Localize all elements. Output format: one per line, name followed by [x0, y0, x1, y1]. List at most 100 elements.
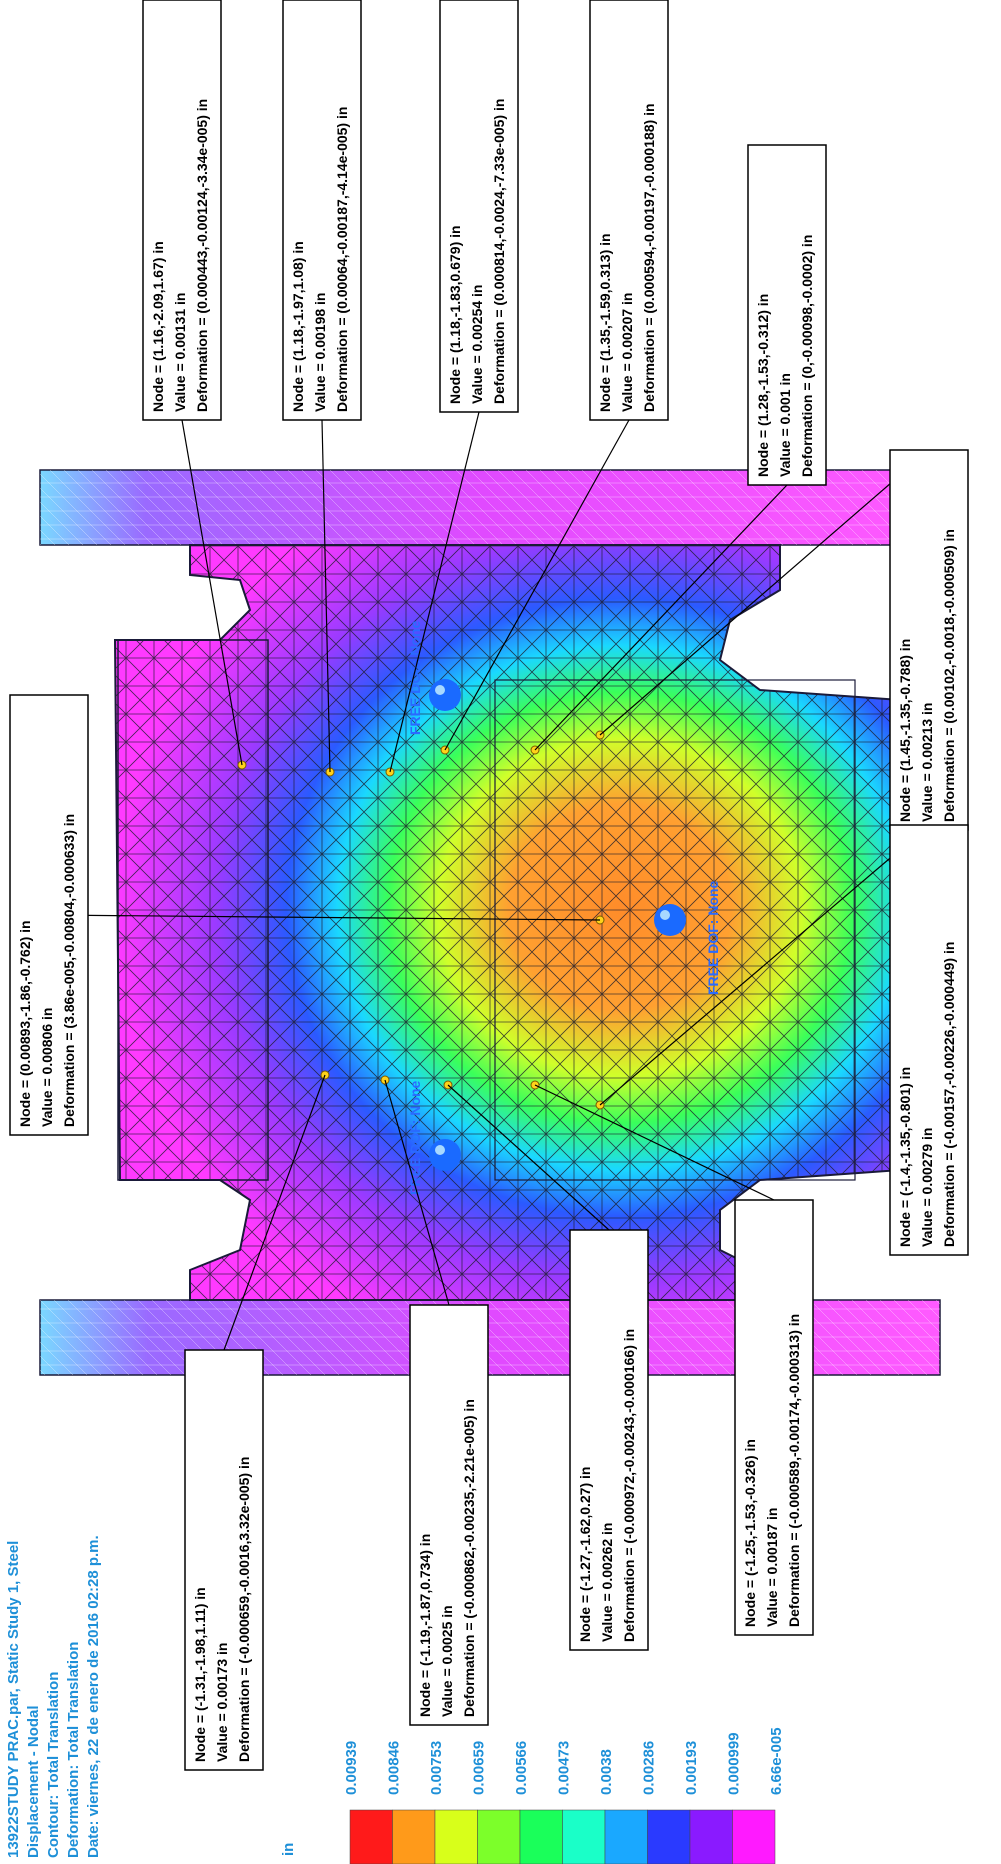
annotation-node: Node = (1.35,-1.59,0.313) in [597, 233, 613, 412]
legend-swatch [477, 1809, 521, 1864]
leader-line [534, 484, 788, 751]
leader-line [48, 914, 601, 921]
annotation-box: Node = (1.18,-1.83,0.679) in Value = 0.00… [439, 0, 519, 413]
annotation-value: Value = 0.001 in [777, 373, 793, 477]
header-line-5: Date: viernes, 22 de enero de 2016 02:28… [85, 1535, 102, 1858]
annotation-value: Value = 0.00806 in [39, 1008, 55, 1127]
legend-value: 0.00566 [513, 1741, 530, 1795]
annotation-deformation: Deformation = (0.000814,-0.0024,-7.33e-0… [491, 99, 507, 404]
leader-line [223, 1074, 326, 1351]
annotation-deformation: Deformation = (-0.000659,-0.0016,3.32e-0… [236, 1457, 252, 1762]
annotation-value: Value = 0.00173 in [214, 1643, 230, 1762]
annotation-value: Value = 0.00207 in [619, 293, 635, 412]
annotation-node: Node = (-1.4,-1.35,-0.801) in [897, 1067, 913, 1247]
legend-value: 0.00753 [428, 1741, 445, 1795]
annotation-node: Node = (-1.19,-1.87,0.734) in [417, 1534, 433, 1717]
annotation-value: Value = 0.00262 in [599, 1523, 615, 1642]
dof-label-3: FREE DOF: None [407, 1080, 423, 1195]
annotation-deformation: Deformation = (0.000594,-0.00197,-0.0001… [641, 103, 657, 412]
legend-swatch [562, 1809, 606, 1864]
leader-lines [48, 411, 930, 1351]
dof-label-1: FREE DOF: None [407, 620, 423, 735]
legend-swatch [647, 1809, 691, 1864]
annotation-value: Value = 0.00254 in [469, 285, 485, 404]
port-outline [117, 639, 269, 1181]
annotation-box: Node = (-1.31,-1.98,1.11) in Value = 0.00… [184, 1349, 264, 1771]
annotation-value: Value = 0.00279 in [919, 1128, 935, 1247]
annotation-box: Node = (1.45,-1.35,-0.788) in Value = 0.0… [889, 449, 969, 831]
annotation-node: Node = (0.00893,-1.86,-0.762) in [17, 920, 33, 1127]
legend-value: 0.00193 [683, 1741, 700, 1795]
header-line-4: Deformation: Total Translation [65, 1642, 82, 1858]
leader-line [181, 419, 243, 766]
annotations: Node = (1.16,-2.09,1.67) in Value = 0.001… [9, 0, 969, 1771]
leader-line [384, 1079, 450, 1306]
annotation-value: Value = 0.00213 in [919, 703, 935, 822]
legend-swatch [434, 1809, 478, 1864]
leader-line [599, 449, 930, 736]
annotation-box: Node = (1.16,-2.09,1.67) in Value = 0.001… [142, 0, 222, 421]
annotation-box: Node = (0.00893,-1.86,-0.762) in Value = … [9, 694, 89, 1136]
header-line-3: Contour: Total Translation [45, 1672, 62, 1858]
probe-dots [237, 730, 605, 1110]
annotation-node: Node = (-1.25,-1.53,-0.326) in [742, 1439, 758, 1627]
legend-swatch [689, 1809, 733, 1864]
annotation-node: Node = (1.45,-1.35,-0.788) in [897, 639, 913, 822]
annotation-deformation: Deformation = (0,-0.00098,-0.0002) in [799, 235, 815, 477]
legend-value: 0.00286 [641, 1741, 658, 1795]
legend-swatch [519, 1809, 563, 1864]
legend-value: 0.0038 [598, 1749, 615, 1795]
annotation-node: Node = (-1.31,-1.98,1.11) in [192, 1587, 208, 1762]
legend-swatch [349, 1809, 393, 1864]
annotation-node: Node = (1.16,-2.09,1.67) in [150, 241, 166, 412]
constraint-sphere-2 [654, 904, 686, 936]
annotation-deformation: Deformation = (-0.000862,-0.00235,-2.21e… [461, 1399, 477, 1717]
leader-line [534, 1084, 775, 1201]
annotation-box: Node = (-1.4,-1.35,-0.801) in Value = 0.0… [889, 824, 969, 1256]
legend-swatch [392, 1809, 436, 1864]
annotation-value: Value = 0.00187 in [764, 1508, 780, 1627]
legend-value: 6.66e-005 [768, 1727, 785, 1795]
annotation-value: Value = 0.00198 in [312, 293, 328, 412]
legend-unit: in [280, 1843, 297, 1856]
annotation-deformation: Deformation = (-0.000589,-0.00174,-0.000… [786, 1314, 802, 1627]
annotation-deformation: Deformation = (-0.000972,-0.00243,-0.000… [621, 1329, 637, 1642]
annotation-node: Node = (1.18,-1.83,0.679) in [447, 225, 463, 404]
annotation-value: Value = 0.00131 in [172, 293, 188, 412]
annotation-deformation: Deformation = (0.00064,-0.00187,-4.14e-0… [334, 107, 350, 412]
annotation-box: Node = (-1.27,-1.62,0.27) in Value = 0.00… [569, 1229, 649, 1651]
header-block: 13922STUDY PRAC.par, Static Study 1, Ste… [5, 1535, 102, 1858]
constraint-sphere-3 [429, 1139, 461, 1171]
annotation-deformation: Deformation = (0.00102,-0.0018,-0.000509… [941, 529, 957, 822]
annotation-box: Node = (-1.19,-1.87,0.734) in Value = 0.0… [409, 1304, 489, 1726]
leader-line [389, 411, 480, 773]
annotation-deformation: Deformation = (-0.00157,-0.00226,-0.0004… [941, 942, 957, 1247]
annotation-deformation: Deformation = (3.86e-005,-0.00804,-0.000… [61, 814, 77, 1127]
legend-value: 0.00846 [386, 1741, 403, 1795]
legend-value: 0.00659 [471, 1741, 488, 1795]
legend-swatch [604, 1809, 648, 1864]
leader-line [444, 419, 630, 751]
dof-label-2: FREE DOF: None [705, 880, 721, 995]
leader-line [321, 419, 331, 773]
annotation-node: Node = (-1.27,-1.62,0.27) in [577, 1467, 593, 1642]
header-line-2: Displacement - Nodal [25, 1705, 42, 1858]
legend-value: 0.00939 [343, 1741, 360, 1795]
annotation-deformation: Deformation = (0.000443,-0.00124,-3.34e-… [194, 99, 210, 412]
color-legend: 0.00939 0.00846 0.00753 0.00659 0.00566 0.004… [343, 1727, 785, 1864]
annotation-value: Value = 0.0025 in [439, 1605, 455, 1717]
leader-line [599, 824, 930, 1106]
annotation-box: Node = (-1.25,-1.53,-0.326) in Value = 0.… [734, 1199, 814, 1636]
annotation-box: Node = (1.18,-1.97,1.08) in Value = 0.001… [282, 0, 362, 421]
annotation-node: Node = (1.28,-1.53,-0.312) in [755, 294, 771, 477]
header-line-1: 13922STUDY PRAC.par, Static Study 1, Ste… [5, 1541, 22, 1858]
leader-line [447, 1084, 610, 1231]
constraint-sphere-1 [429, 679, 461, 711]
annotation-box: Node = (1.35,-1.59,0.313) in Value = 0.00… [589, 0, 669, 421]
annotation-node: Node = (1.18,-1.97,1.08) in [290, 241, 306, 412]
legend-swatch [732, 1809, 776, 1864]
legend-value: 0.000999 [726, 1732, 743, 1795]
legend-value: 0.00473 [556, 1741, 573, 1795]
annotation-box: Node = (1.28,-1.53,-0.312) in Value = 0.0… [747, 144, 827, 486]
